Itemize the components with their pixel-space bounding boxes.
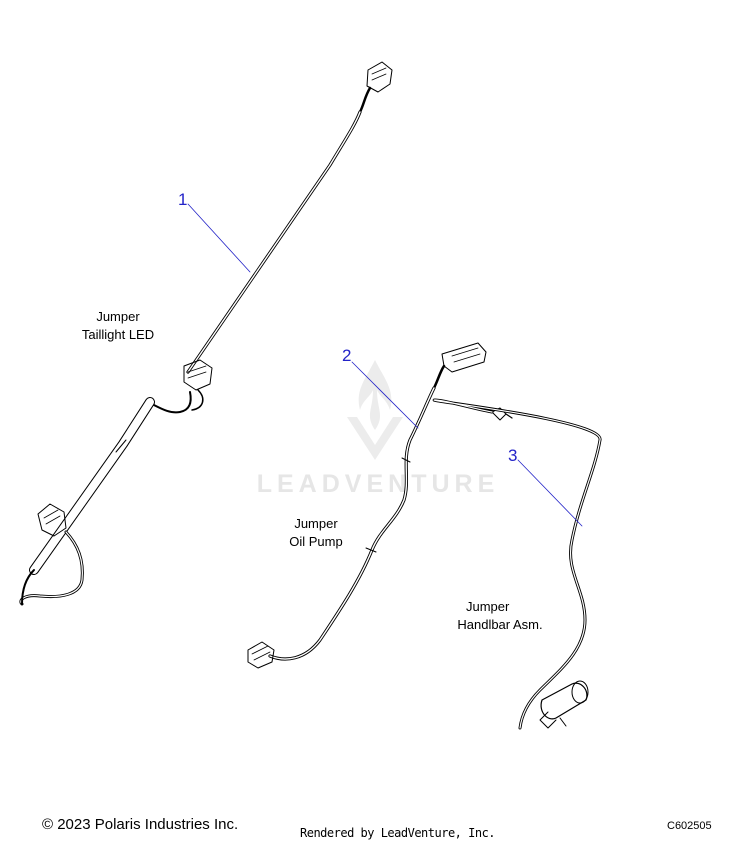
part-label-line2: Handlbar Asm.	[457, 617, 543, 632]
rendered-by-text: Rendered by LeadVenture, Inc.	[300, 826, 496, 840]
copyright-text: © 2023 Polaris Industries Inc.	[42, 816, 239, 833]
handlebar-asm-harness	[433, 398, 602, 730]
leader-line-3	[517, 459, 583, 527]
callout-number-2: 2	[342, 346, 352, 365]
callout-number-1: 1	[178, 190, 188, 209]
part-label-line2: Taillight LED	[81, 327, 155, 342]
callout-number-3: 3	[508, 446, 518, 465]
oil-pump-harness	[247, 342, 487, 669]
part-label-line1: Jumper	[466, 599, 510, 614]
part-label-line1: Jumper	[294, 516, 338, 531]
part-label-taillight-led: Jumper Taillight LED	[78, 308, 158, 344]
leadventure-logo-watermark	[347, 360, 403, 460]
part-label-line2: Oil Pump	[289, 534, 343, 549]
part-label-handlebar-asm: Jumper Handlbar Asm.	[450, 598, 550, 634]
watermark-text: LEADVENTURE	[256, 470, 500, 498]
taillight-led-harness	[19, 61, 393, 606]
leader-line-1	[187, 203, 251, 273]
diagram-code: C602505	[667, 820, 712, 832]
part-label-line1: Jumper	[96, 309, 140, 324]
part-label-oil-pump: Jumper Oil Pump	[276, 515, 356, 551]
leader-line-2	[351, 361, 419, 429]
